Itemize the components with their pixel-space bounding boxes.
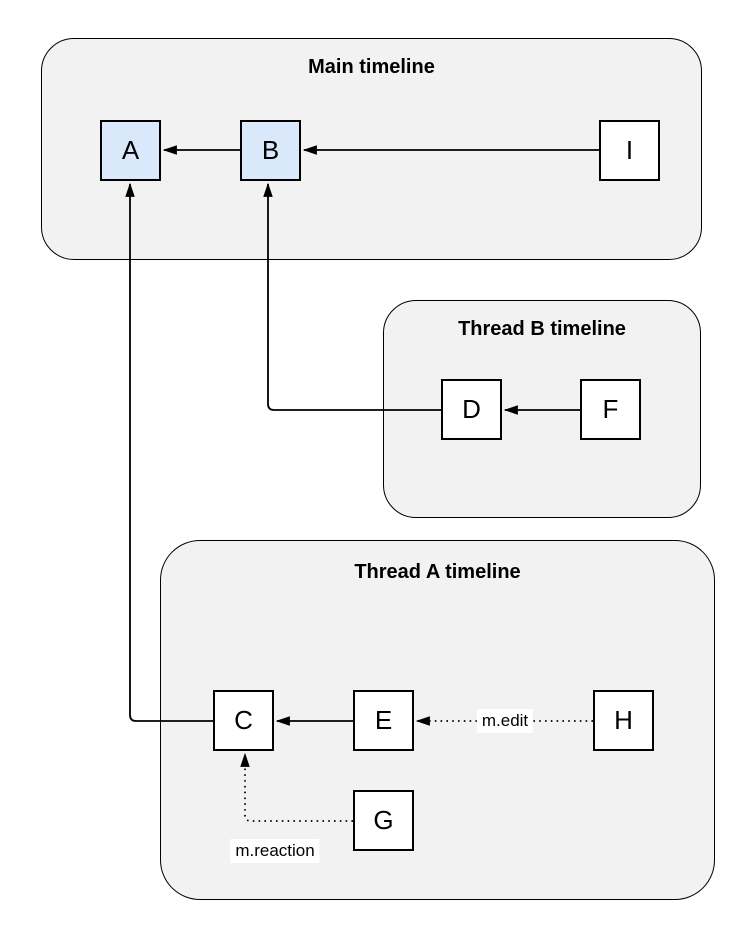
container-title: Thread A timeline — [354, 561, 521, 583]
node-event-g: G — [353, 790, 414, 851]
node-label: I — [625, 135, 634, 165]
node-event-b: B — [240, 120, 301, 181]
node-event-d: D — [441, 379, 502, 440]
container-thread-b-timeline: Thread B timeline — [383, 300, 701, 518]
node-label: B — [261, 135, 280, 165]
container-title: Thread B timeline — [458, 318, 626, 340]
node-label: H — [614, 705, 633, 735]
node-label: F — [602, 394, 619, 424]
edge-label-m-edit: m.edit — [476, 709, 534, 733]
node-event-a: A — [100, 120, 161, 181]
node-label: G — [373, 805, 394, 835]
node-label: C — [234, 705, 253, 735]
node-label: D — [462, 394, 481, 424]
node-label: A — [121, 135, 140, 165]
node-event-f: F — [580, 379, 641, 440]
container-title: Main timeline — [308, 56, 435, 78]
node-event-e: E — [353, 690, 414, 751]
node-event-c: C — [213, 690, 274, 751]
node-event-h: H — [593, 690, 654, 751]
node-label: E — [374, 705, 393, 735]
edge-label-m-reaction: m.reaction — [230, 839, 320, 863]
node-event-i: I — [599, 120, 660, 181]
